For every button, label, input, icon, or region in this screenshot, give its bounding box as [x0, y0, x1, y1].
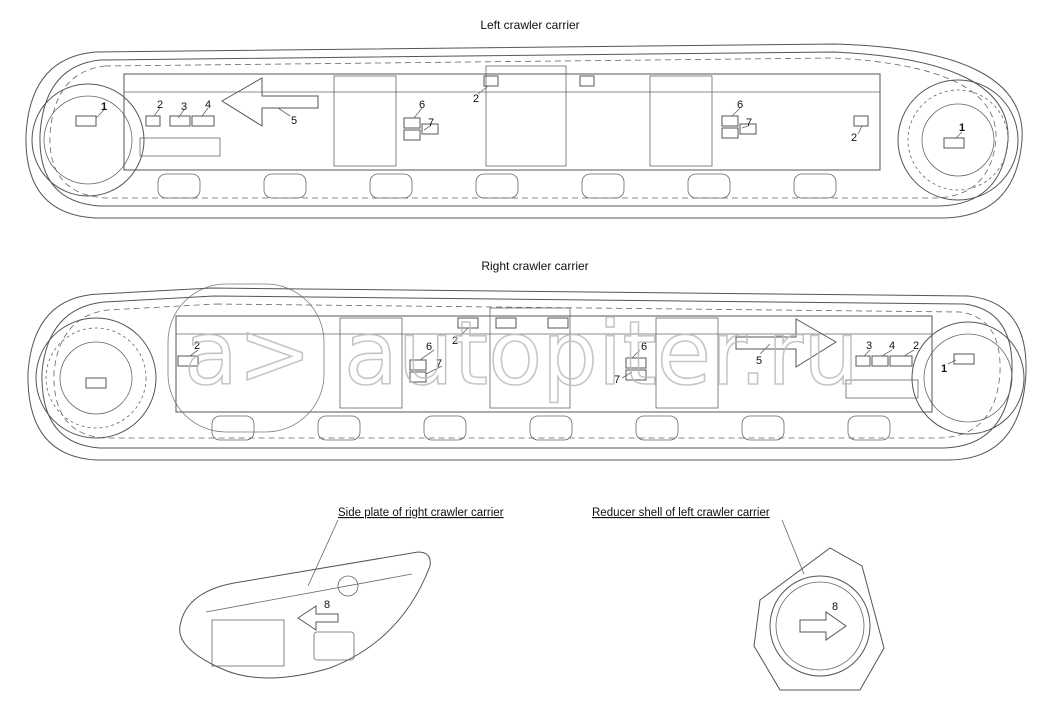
- side-plate-title: Side plate of right crawler carrier: [338, 507, 504, 519]
- callout-1: 1: [101, 101, 107, 113]
- reducer-shell-title: Reducer shell of left crawler carrier: [592, 507, 770, 519]
- callout-r2c: 2: [913, 340, 919, 352]
- callout-r6: 6: [426, 341, 432, 353]
- callout-r7: 7: [436, 358, 442, 370]
- right-track-rollers: [211, 415, 891, 441]
- right-sprocket-wheel: [35, 317, 157, 439]
- watermark-logo: a>: [184, 302, 312, 405]
- callout-1b: 1: [959, 122, 965, 134]
- callout-r1: 1: [941, 363, 947, 375]
- callout-2c: 2: [851, 132, 857, 144]
- callout-r3: 3: [866, 340, 872, 352]
- callout-6b: 6: [737, 99, 743, 111]
- callout-7b: 7: [746, 117, 752, 129]
- left-decal-labels: [75, 75, 965, 149]
- left-crawler-carrier: Left crawler carrier: [25, 18, 1023, 219]
- watermark: a> autopiter.ru: [167, 283, 860, 433]
- reducer-arrow: [799, 611, 847, 641]
- left-frame-body: [123, 65, 881, 171]
- callout-d8a: 8: [324, 599, 330, 611]
- right-idler-wheel: [911, 321, 1025, 435]
- callout-r2: 2: [194, 340, 200, 352]
- right-frame-body: [175, 307, 933, 413]
- callout-r5: 5: [756, 355, 762, 367]
- right-decal-labels: [85, 317, 975, 389]
- right-callout-numbers: 2 2 6 7 6 7 5 3 4 2 1: [194, 335, 947, 386]
- right-direction-arrow: [735, 318, 837, 368]
- left-direction-arrow: [221, 77, 319, 127]
- side-plate-arrow: [297, 605, 339, 631]
- right-carrier-title: Right crawler carrier: [481, 259, 588, 273]
- left-leader-lines: [95, 85, 963, 139]
- watermark-text: autopiter.ru: [344, 302, 859, 405]
- reducer-shell-detail: Reducer shell of left crawler carrier 8: [592, 507, 885, 691]
- callout-2: 2: [157, 99, 163, 111]
- left-carrier-title: Left crawler carrier: [480, 18, 579, 32]
- callout-r7b: 7: [614, 374, 620, 386]
- callout-3: 3: [181, 101, 187, 113]
- callout-d8b: 8: [832, 601, 838, 613]
- right-leader-lines: [189, 327, 957, 379]
- side-plate-detail: Side plate of right crawler carrier 8: [179, 507, 504, 679]
- left-track-rollers: [157, 173, 837, 199]
- callout-5: 5: [291, 115, 297, 127]
- callout-7: 7: [428, 117, 434, 129]
- right-track-chain: [27, 287, 1027, 461]
- left-idler-wheel: [31, 83, 145, 197]
- right-crawler-carrier: Right crawler carrier: [27, 259, 1027, 461]
- callout-r2b: 2: [452, 335, 458, 347]
- callout-4: 4: [205, 99, 211, 111]
- callout-r6b: 6: [641, 341, 647, 353]
- callout-2b: 2: [473, 93, 479, 105]
- callout-r4: 4: [889, 340, 895, 352]
- left-track-chain: [25, 43, 1023, 219]
- callout-6: 6: [419, 99, 425, 111]
- left-callout-numbers: 1 2 3 4 5 6 7 2 6 7 2 1: [101, 93, 965, 144]
- left-sprocket-wheel: [897, 79, 1019, 201]
